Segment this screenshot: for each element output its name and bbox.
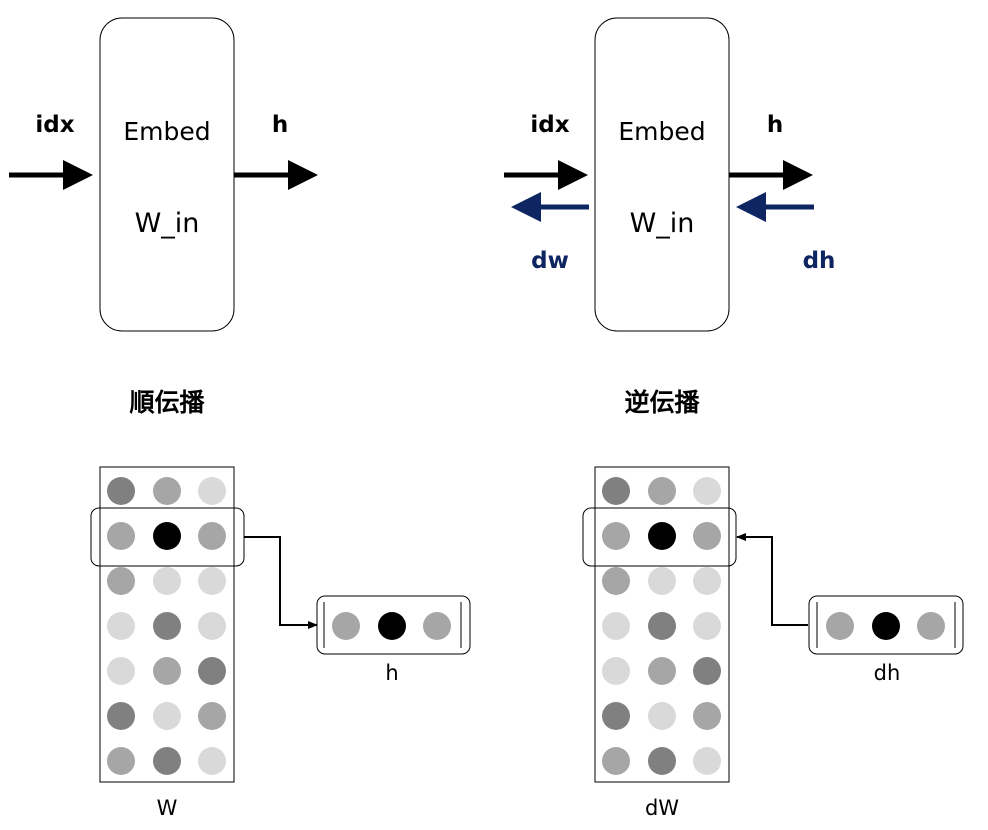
matrix-cell bbox=[107, 612, 135, 640]
backward-embed-layer bbox=[594, 17, 730, 332]
backward-layer-name: Embed bbox=[618, 117, 705, 146]
matrix-cell bbox=[153, 747, 181, 775]
backward-scatter-arrow bbox=[736, 533, 808, 626]
forward-layer-param: W_in bbox=[135, 208, 200, 239]
matrix-cell bbox=[693, 477, 721, 505]
forward-block: Embed W_in idx h 順伝播 bbox=[9, 17, 318, 417]
backward-matrix-label: dW bbox=[645, 796, 679, 820]
grad-w-label: dw bbox=[531, 248, 569, 274]
matrix-cell bbox=[693, 567, 721, 595]
backward-matrix: dW dh bbox=[582, 466, 964, 820]
matrix-cell bbox=[153, 567, 181, 595]
matrix-cell bbox=[107, 747, 135, 775]
matrix-cell bbox=[153, 522, 181, 550]
matrix-cell bbox=[693, 702, 721, 730]
vector-cell bbox=[378, 612, 406, 640]
matrix-cell bbox=[648, 657, 676, 685]
matrix-cell bbox=[648, 522, 676, 550]
matrix-cell bbox=[602, 657, 630, 685]
forward-matrix-label: W bbox=[157, 796, 178, 820]
matrix-cell bbox=[198, 567, 226, 595]
matrix-cell bbox=[693, 747, 721, 775]
matrix-cell bbox=[153, 612, 181, 640]
matrix-cell bbox=[602, 702, 630, 730]
vector-cell bbox=[872, 612, 900, 640]
matrix-cell bbox=[602, 477, 630, 505]
matrix-cell bbox=[693, 657, 721, 685]
matrix-cell bbox=[153, 657, 181, 685]
forward-vector-label: h bbox=[385, 661, 398, 685]
matrix-cell bbox=[693, 612, 721, 640]
matrix-cell bbox=[648, 612, 676, 640]
forward-input-label: idx bbox=[35, 112, 74, 138]
backward-input-label: idx bbox=[530, 112, 569, 138]
forward-caption: 順伝播 bbox=[129, 388, 205, 417]
matrix-cell bbox=[198, 612, 226, 640]
matrix-cell bbox=[648, 477, 676, 505]
matrix-cell bbox=[648, 567, 676, 595]
forward-embed-layer bbox=[99, 17, 235, 332]
backward-caption: 逆伝播 bbox=[624, 388, 700, 417]
vector-cell bbox=[423, 612, 451, 640]
backward-vector-cells bbox=[826, 612, 945, 640]
grad-h-label: dh bbox=[803, 248, 836, 274]
vector-cell bbox=[917, 612, 945, 640]
vector-cell bbox=[332, 612, 360, 640]
matrix-cell bbox=[602, 612, 630, 640]
forward-output-label: h bbox=[272, 112, 288, 138]
backward-vector-label: dh bbox=[874, 661, 901, 685]
matrix-cell bbox=[693, 522, 721, 550]
forward-vector-cells bbox=[332, 612, 451, 640]
backward-output-label: h bbox=[767, 112, 783, 138]
matrix-cell bbox=[107, 702, 135, 730]
matrix-cell bbox=[602, 567, 630, 595]
matrix-cell bbox=[198, 657, 226, 685]
backward-matrix-cells bbox=[602, 477, 721, 775]
forward-layer-name: Embed bbox=[123, 117, 210, 146]
matrix-cell bbox=[648, 702, 676, 730]
matrix-cell bbox=[648, 747, 676, 775]
matrix-cell bbox=[107, 477, 135, 505]
matrix-cell bbox=[198, 522, 226, 550]
forward-matrix-cells bbox=[107, 477, 226, 775]
forward-matrix: W h bbox=[90, 466, 471, 820]
matrix-cell bbox=[107, 657, 135, 685]
backward-layer-param: W_in bbox=[630, 208, 695, 239]
backward-block: Embed W_in idx h dw dh 逆伝播 bbox=[504, 17, 836, 417]
matrix-cell bbox=[602, 747, 630, 775]
matrix-cell bbox=[198, 477, 226, 505]
matrix-cell bbox=[153, 702, 181, 730]
matrix-cell bbox=[602, 522, 630, 550]
forward-lookup-arrow bbox=[244, 536, 318, 629]
matrix-cell bbox=[198, 747, 226, 775]
matrix-cell bbox=[153, 477, 181, 505]
matrix-cell bbox=[198, 702, 226, 730]
vector-cell bbox=[826, 612, 854, 640]
matrix-cell bbox=[107, 567, 135, 595]
matrix-cell bbox=[107, 522, 135, 550]
